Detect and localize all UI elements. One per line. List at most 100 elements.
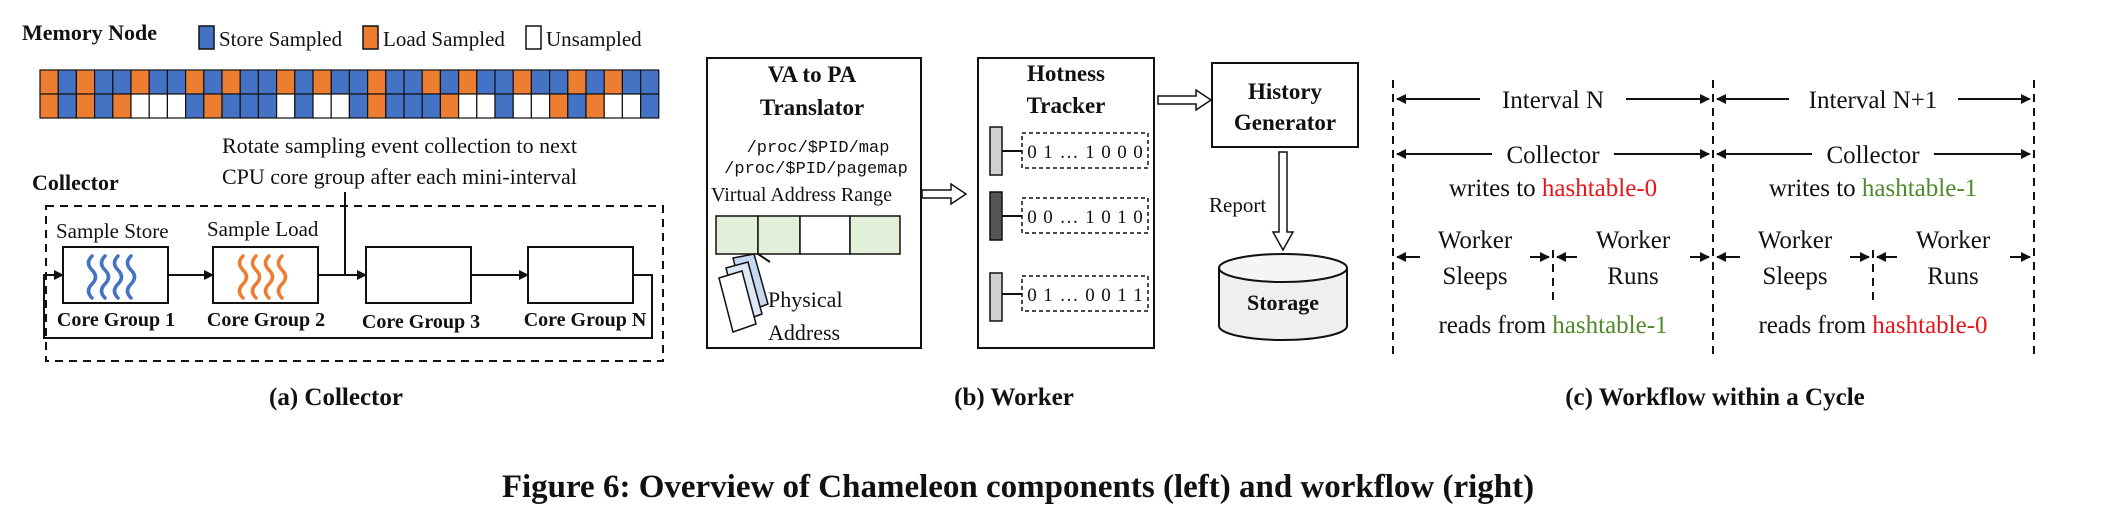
physical-pages-icon: [718, 253, 771, 333]
memory-cell: [458, 93, 478, 119]
memory-cell: [512, 93, 533, 119]
collector-title: Collector: [32, 170, 119, 195]
memory-cell: [548, 69, 569, 95]
memory-cell: [39, 93, 59, 119]
reads-from-n: reads from hashtable-1: [1438, 312, 1667, 339]
va-cell: [849, 215, 901, 255]
bitmap-cell: 0: [1085, 285, 1095, 306]
legend-unsampled-swatch: [525, 25, 542, 50]
memory-cell: [421, 69, 442, 95]
memory-cell: [385, 93, 405, 119]
legend-load-label: Load Sampled: [383, 27, 505, 51]
figure-caption: Figure 6: Overview of Chameleon componen…: [502, 469, 1534, 505]
collector-dashed-border: [45, 205, 664, 362]
memory-cell: [530, 69, 551, 95]
worker-runs-n1-line-1: Worker: [1916, 227, 1991, 254]
worker-runs-n-line-1: Worker: [1596, 227, 1671, 254]
core-group-3-box: [365, 246, 472, 304]
panel-worker: VA to PA Translator /proc/$PID/map /proc…: [706, 57, 1359, 411]
bitmap-cell: 0: [1133, 207, 1143, 228]
bitmap-cell: 0: [1027, 207, 1037, 228]
history-title-line-1: History: [1248, 79, 1323, 104]
memory-cell: [512, 69, 533, 95]
interval-n-label: Interval N: [1502, 87, 1604, 114]
legend-store-label: Store Sampled: [219, 27, 343, 51]
worker-sleeps-n-line-1: Worker: [1438, 227, 1513, 254]
collector-label-n: Collector: [1506, 142, 1600, 169]
memory-cell: [148, 69, 168, 95]
reads-from-n1: reads from hashtable-0: [1758, 312, 1987, 339]
worker-runs-n-line-2: Runs: [1607, 263, 1658, 290]
memory-cell: [221, 69, 241, 95]
bitmap-cell: 0: [1133, 142, 1143, 163]
memory-cell: [312, 93, 332, 119]
writes-prefix: writes to: [1449, 175, 1542, 202]
rotate-note-line-2: CPU core group after each mini-interval: [222, 164, 577, 189]
bitmap-cell: 0: [1117, 142, 1127, 163]
memory-cell: [567, 93, 587, 119]
memory-cell: [385, 69, 405, 95]
memory-cell: [639, 69, 660, 95]
storage-label: Storage: [1247, 290, 1319, 315]
memory-cell: [112, 93, 132, 119]
worker-sleeps-n1-line-1: Worker: [1758, 227, 1833, 254]
memory-cell: [548, 93, 569, 119]
caption-b: (b) Worker: [954, 384, 1074, 411]
memory-cell: [112, 69, 132, 95]
memory-node-title: Memory Node: [22, 20, 157, 45]
memory-cell: [348, 93, 369, 119]
memory-cell: [603, 93, 624, 119]
memory-cell: [494, 69, 514, 95]
report-label: Report: [1209, 193, 1266, 217]
sample-load-label: Sample Load: [207, 217, 319, 241]
writes-table-n: hashtable-0: [1542, 175, 1657, 202]
bitmap-cell: 1: [1043, 285, 1053, 306]
core-group-n-box: [527, 246, 634, 304]
translator-title-line-2: Translator: [760, 95, 864, 120]
memory-cell: [330, 93, 351, 119]
memory-cell: [294, 69, 314, 95]
memory-cell: [57, 93, 78, 119]
memory-cell: [312, 69, 332, 95]
memory-cell: [203, 69, 223, 95]
bitmap-cell: 1: [1043, 142, 1053, 163]
memory-cell: [294, 93, 314, 119]
arrow-tracker-to-history: [1157, 88, 1213, 112]
physical-address-line-2: Address: [768, 320, 840, 345]
memory-cell: [93, 93, 114, 119]
worker-sleeps-n1-line-2: Sleeps: [1762, 263, 1827, 290]
memory-cell: [57, 69, 78, 95]
legend-store-swatch: [198, 25, 215, 50]
bitmap-cell: 1: [1133, 285, 1143, 306]
panel-collector: Memory Node Store Sampled Load Sampled U…: [22, 20, 664, 411]
memory-cell: [276, 93, 296, 119]
memory-cell: [148, 93, 168, 119]
memory-cell: [639, 93, 660, 119]
history-title-line-2: Generator: [1234, 110, 1336, 135]
memory-cell: [75, 93, 96, 119]
bitmap-cell: …: [1060, 142, 1079, 163]
writes-to-n: writes to hashtable-0: [1449, 175, 1657, 202]
memory-cell: [367, 69, 387, 95]
memory-cell: [75, 69, 96, 95]
bitmap-cell: 0: [1101, 285, 1111, 306]
arrow-translator-to-tracker: [921, 182, 968, 206]
memory-cell: [567, 69, 587, 95]
core-group-2-label: Core Group 2: [207, 309, 325, 331]
memory-cell: [585, 69, 605, 95]
bitmap-cell: …: [1060, 285, 1079, 306]
memory-cell: [494, 93, 514, 119]
bitmap-cell: 1: [1117, 207, 1127, 228]
memory-cell: [403, 93, 423, 119]
sample-store-label: Sample Store: [56, 219, 169, 243]
writes-prefix: writes to: [1769, 175, 1862, 202]
reads-table-n1: hashtable-0: [1872, 312, 1987, 339]
history-generator-box: [1211, 62, 1359, 148]
bitmap-cell: 0: [1027, 142, 1037, 163]
legend-load-swatch: [362, 25, 379, 50]
writes-table-n1: hashtable-1: [1862, 175, 1977, 202]
caption-a: (a) Collector: [269, 384, 403, 411]
reads-prefix: reads from: [1758, 312, 1872, 339]
bitmap-cell: 1: [1085, 207, 1095, 228]
